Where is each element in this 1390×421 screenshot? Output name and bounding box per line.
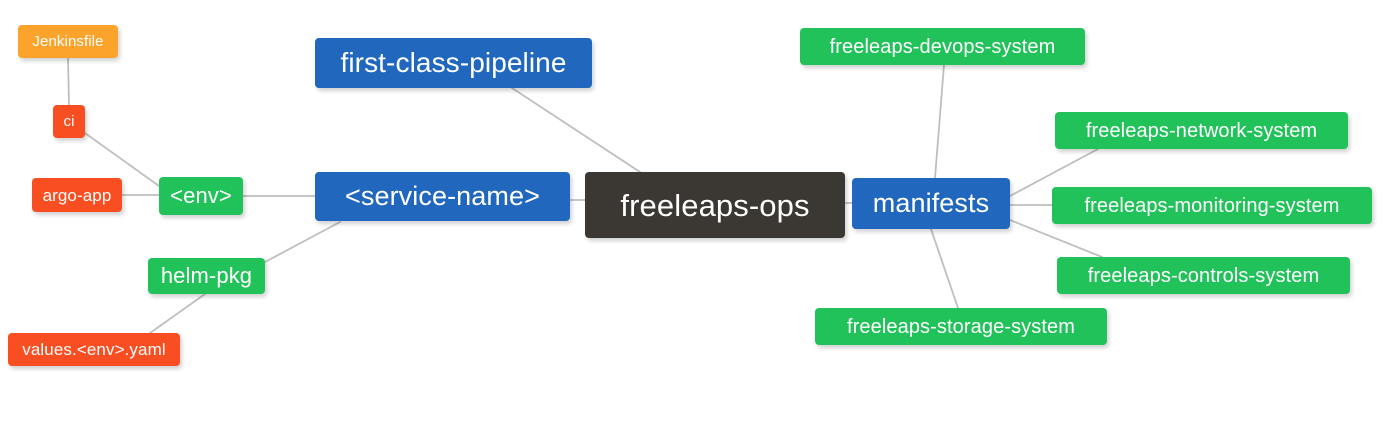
node-argo-app[interactable]: argo-app: [32, 178, 122, 212]
edge-helm-pkg-to-service-name: [264, 221, 341, 263]
edge-manifests-to-freeleaps-storage-system: [930, 228, 959, 309]
node-jenkinsfile[interactable]: Jenkinsfile: [18, 25, 118, 58]
edge-manifests-to-freeleaps-controls-system: [1009, 219, 1103, 258]
node-ci[interactable]: ci: [53, 105, 85, 138]
node-freeleaps-devops-system[interactable]: freeleaps-devops-system: [800, 28, 1085, 65]
node-manifests[interactable]: manifests: [852, 178, 1010, 229]
node-values-env-yaml[interactable]: values.<env>.yaml: [8, 333, 180, 366]
node-env[interactable]: <env>: [159, 177, 243, 215]
node-freeleaps-controls-system[interactable]: freeleaps-controls-system: [1057, 257, 1350, 294]
node-freeleaps-storage-system[interactable]: freeleaps-storage-system: [815, 308, 1107, 345]
node-first-class-pipeline[interactable]: first-class-pipeline: [315, 38, 592, 88]
edge-values-env-yaml-to-helm-pkg: [149, 293, 206, 334]
edge-jenkinsfile-to-ci: [67, 57, 70, 106]
edge-manifests-to-freeleaps-devops-system: [934, 64, 945, 179]
edge-first-class-pipeline-to-freeleaps-ops: [511, 87, 641, 173]
node-freeleaps-ops[interactable]: freeleaps-ops: [585, 172, 845, 238]
node-freeleaps-monitoring-system[interactable]: freeleaps-monitoring-system: [1052, 187, 1372, 224]
node-helm-pkg[interactable]: helm-pkg: [148, 258, 265, 294]
node-freeleaps-network-system[interactable]: freeleaps-network-system: [1055, 112, 1348, 149]
node-service-name[interactable]: <service-name>: [315, 172, 570, 221]
